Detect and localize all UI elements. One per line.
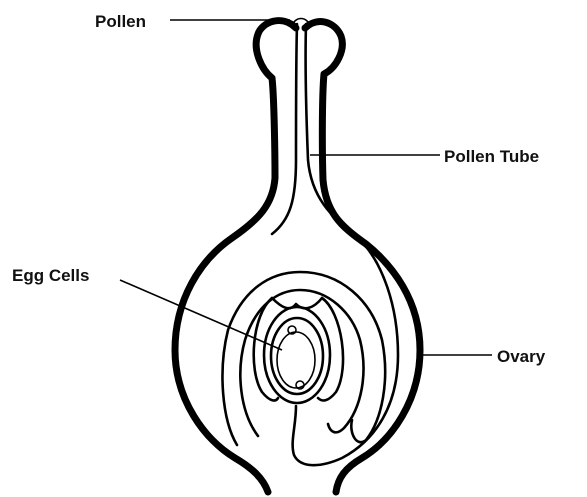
label-pollen: Pollen xyxy=(95,12,146,31)
outer-integument xyxy=(222,272,385,445)
labels: Pollen Pollen Tube Egg Cells Ovary xyxy=(12,12,546,366)
ovary-chamber xyxy=(222,272,385,445)
pistil-wall-left xyxy=(175,21,296,492)
inner-integument xyxy=(240,290,363,436)
ovule xyxy=(254,298,343,403)
egg-nucleus xyxy=(277,332,315,388)
pistil-outline xyxy=(175,21,420,492)
label-egg-cells: Egg Cells xyxy=(12,266,89,285)
pistil-wall-right xyxy=(305,22,420,492)
label-pollen-tube: Pollen Tube xyxy=(444,147,539,166)
pollen-tube xyxy=(272,19,398,466)
label-ovary: Ovary xyxy=(497,347,546,366)
